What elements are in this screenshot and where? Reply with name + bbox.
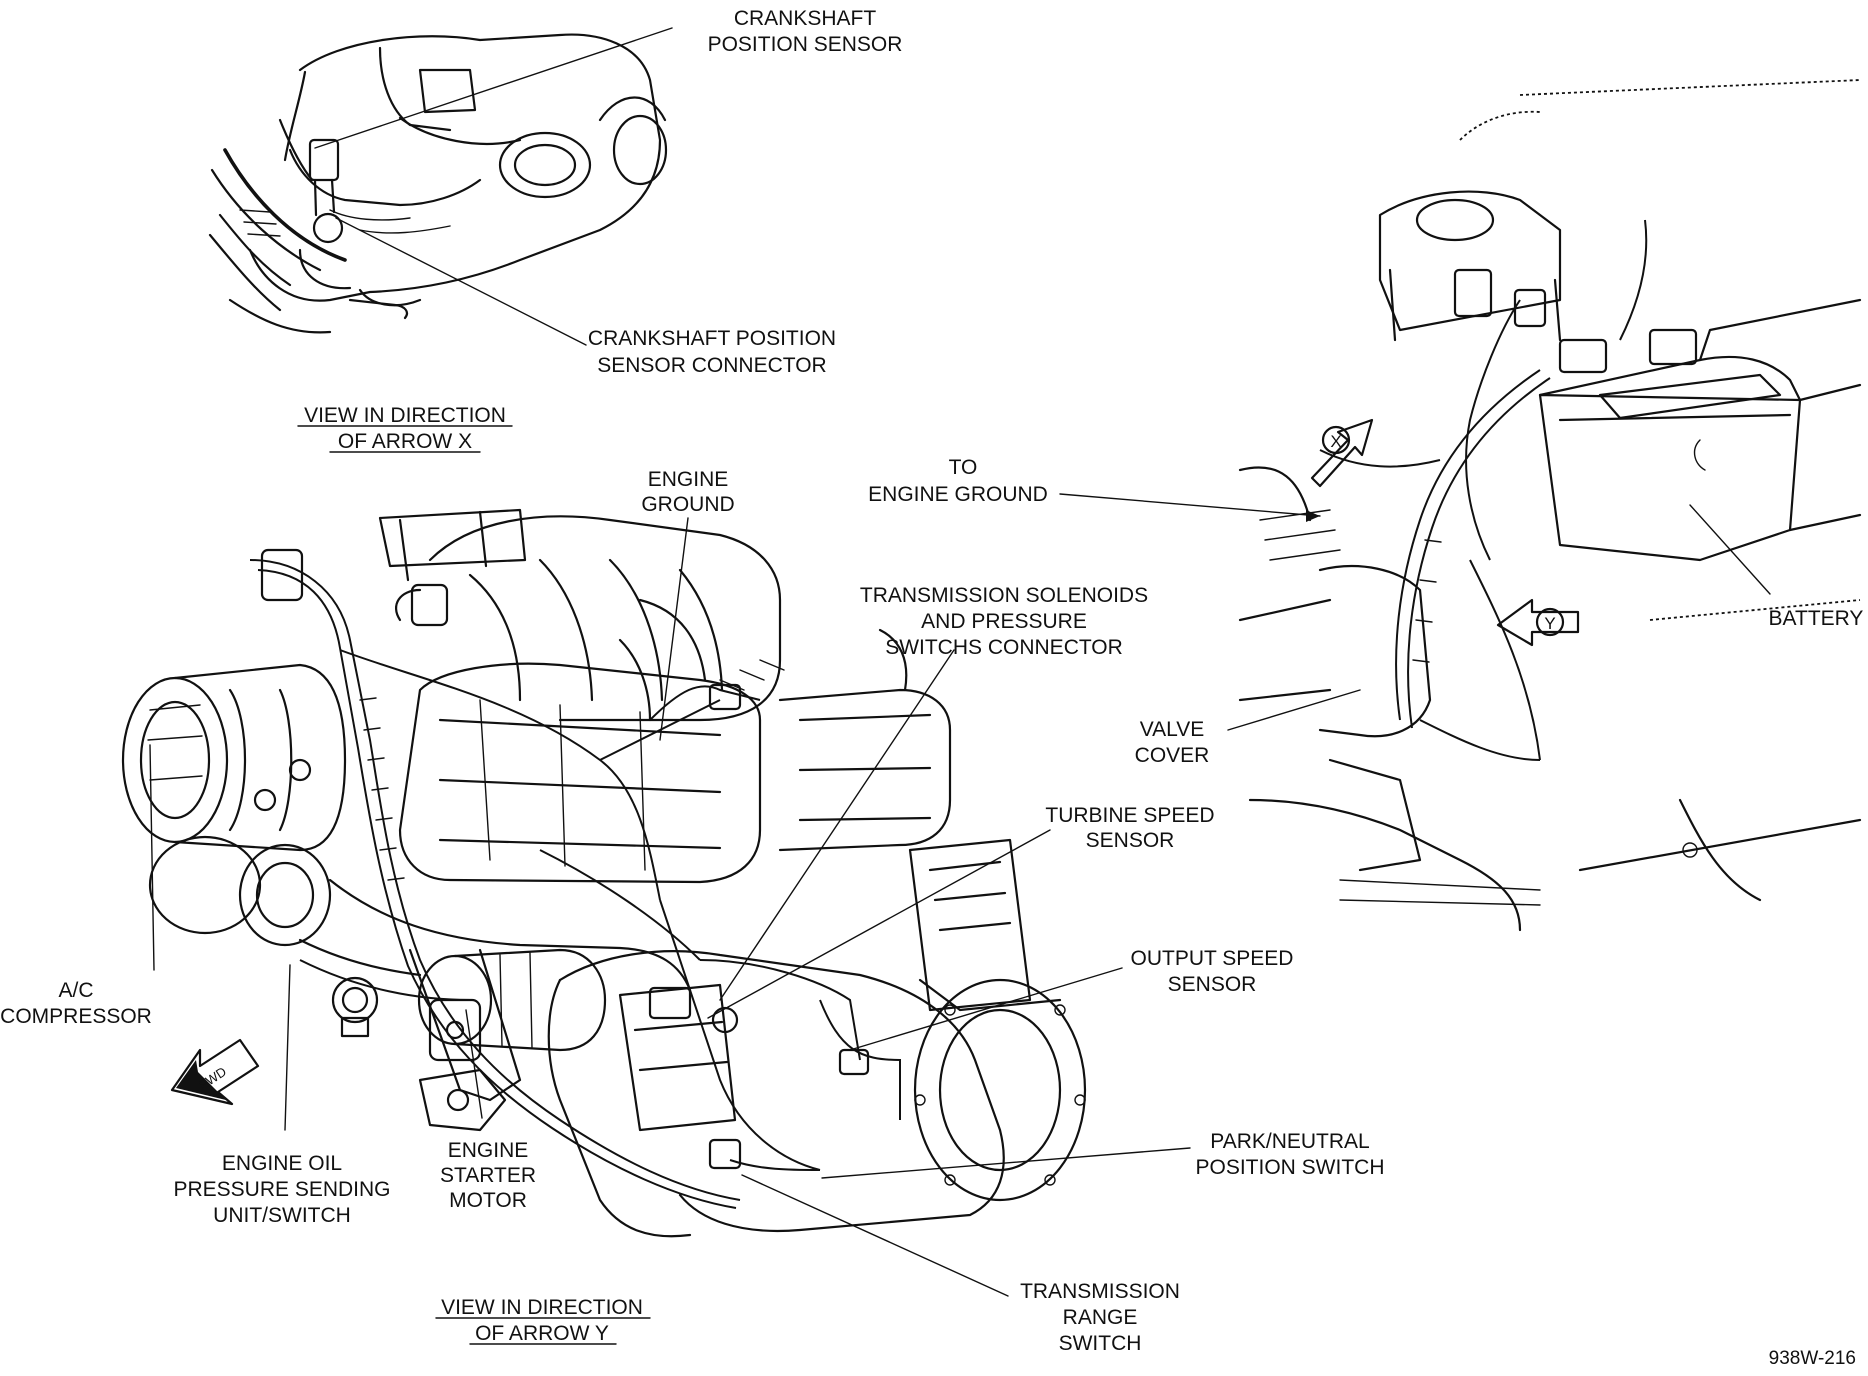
engine-assembly (121, 508, 1087, 1238)
svg-text:SWITCHS CONNECTOR: SWITCHS CONNECTOR (885, 636, 1123, 659)
svg-text:SENSOR: SENSOR (1168, 973, 1257, 996)
svg-text:OF ARROW X: OF ARROW X (338, 430, 472, 453)
arrow-y-marker: Y (1496, 598, 1580, 647)
label-view-arrow-x: VIEW IN DIRECTION OF ARROW X (297, 404, 513, 453)
forward-arrow-marker: FWD (170, 1038, 260, 1106)
svg-text:BATTERY: BATTERY (1769, 607, 1864, 630)
svg-text:ENGINE: ENGINE (448, 1139, 529, 1162)
svg-text:VALVE: VALVE (1140, 718, 1205, 741)
label-transmission-range-switch: TRANSMISSION RANGE SWITCH (1020, 1280, 1180, 1355)
svg-text:STARTER: STARTER (440, 1164, 536, 1187)
arrow-x-marker: X (1310, 418, 1374, 488)
svg-text:TRANSMISSION: TRANSMISSION (1020, 1280, 1180, 1303)
svg-text:CRANKSHAFT POSITION: CRANKSHAFT POSITION (588, 327, 836, 350)
svg-text:ENGINE: ENGINE (648, 468, 729, 491)
svg-text:ENGINE OIL: ENGINE OIL (222, 1152, 342, 1175)
label-valve-cover: VALVE COVER (1135, 718, 1210, 767)
svg-text:TRANSMISSION SOLENOIDS: TRANSMISSION SOLENOIDS (860, 584, 1148, 607)
label-park-neutral-position-switch: PARK/NEUTRAL POSITION SWITCH (1196, 1130, 1385, 1179)
figure-code: 938W-216 (1769, 1348, 1856, 1369)
label-to-engine-ground: TO ENGINE GROUND (868, 456, 1048, 506)
svg-text:CRANKSHAFT: CRANKSHAFT (734, 7, 877, 30)
svg-text:VIEW IN DIRECTION: VIEW IN DIRECTION (304, 404, 506, 427)
svg-text:TO: TO (949, 456, 978, 479)
svg-text:SENSOR CONNECTOR: SENSOR CONNECTOR (597, 354, 826, 377)
svg-text:A/C: A/C (58, 979, 93, 1002)
svg-text:AND PRESSURE: AND PRESSURE (921, 610, 1087, 633)
label-ac-compressor: A/C COMPRESSOR (0, 979, 152, 1028)
svg-text:RANGE: RANGE (1063, 1306, 1138, 1329)
svg-text:COMPRESSOR: COMPRESSOR (0, 1005, 152, 1028)
svg-text:TURBINE SPEED: TURBINE SPEED (1045, 804, 1214, 827)
arrow-x-letter: X (1330, 432, 1341, 451)
inset-crankshaft-view (208, 33, 668, 334)
label-battery: BATTERY (1769, 607, 1864, 630)
svg-text:SENSOR: SENSOR (1086, 829, 1175, 852)
label-engine-starter-motor: ENGINE STARTER MOTOR (440, 1139, 536, 1212)
leader-lines (149, 27, 1771, 1297)
svg-text:OUTPUT SPEED: OUTPUT SPEED (1131, 947, 1294, 970)
label-crankshaft-position-sensor: CRANKSHAFT POSITION SENSOR (708, 7, 903, 56)
svg-text:ENGINE GROUND: ENGINE GROUND (868, 483, 1048, 506)
svg-text:GROUND: GROUND (641, 493, 734, 516)
svg-text:OF ARROW Y: OF ARROW Y (475, 1322, 609, 1345)
svg-text:POSITION SENSOR: POSITION SENSOR (708, 33, 903, 56)
svg-text:SWITCH: SWITCH (1059, 1332, 1142, 1355)
svg-text:UNIT/SWITCH: UNIT/SWITCH (213, 1204, 351, 1227)
label-engine-ground: ENGINE GROUND (641, 468, 734, 516)
arrow-y-letter: Y (1544, 614, 1555, 633)
svg-text:MOTOR: MOTOR (449, 1189, 527, 1212)
label-view-arrow-y: VIEW IN DIRECTION OF ARROW Y (435, 1296, 651, 1345)
label-engine-oil-pressure-sending-unit: ENGINE OIL PRESSURE SENDING UNIT/SWITCH (173, 1152, 390, 1227)
svg-text:COVER: COVER (1135, 744, 1210, 767)
label-transmission-solenoids-connector: TRANSMISSION SOLENOIDS AND PRESSURE SWIT… (860, 584, 1148, 659)
svg-text:PRESSURE SENDING: PRESSURE SENDING (173, 1178, 390, 1201)
battery-area-view (1238, 79, 1862, 932)
wiring-harness (249, 548, 901, 1209)
svg-text:VIEW IN DIRECTION: VIEW IN DIRECTION (441, 1296, 643, 1319)
label-crankshaft-position-sensor-connector: CRANKSHAFT POSITION SENSOR CONNECTOR (588, 327, 836, 377)
label-turbine-speed-sensor: TURBINE SPEED SENSOR (1045, 804, 1214, 852)
svg-text:PARK/NEUTRAL: PARK/NEUTRAL (1210, 1130, 1369, 1153)
label-output-speed-sensor: OUTPUT SPEED SENSOR (1131, 947, 1294, 996)
svg-text:POSITION SWITCH: POSITION SWITCH (1196, 1156, 1385, 1179)
